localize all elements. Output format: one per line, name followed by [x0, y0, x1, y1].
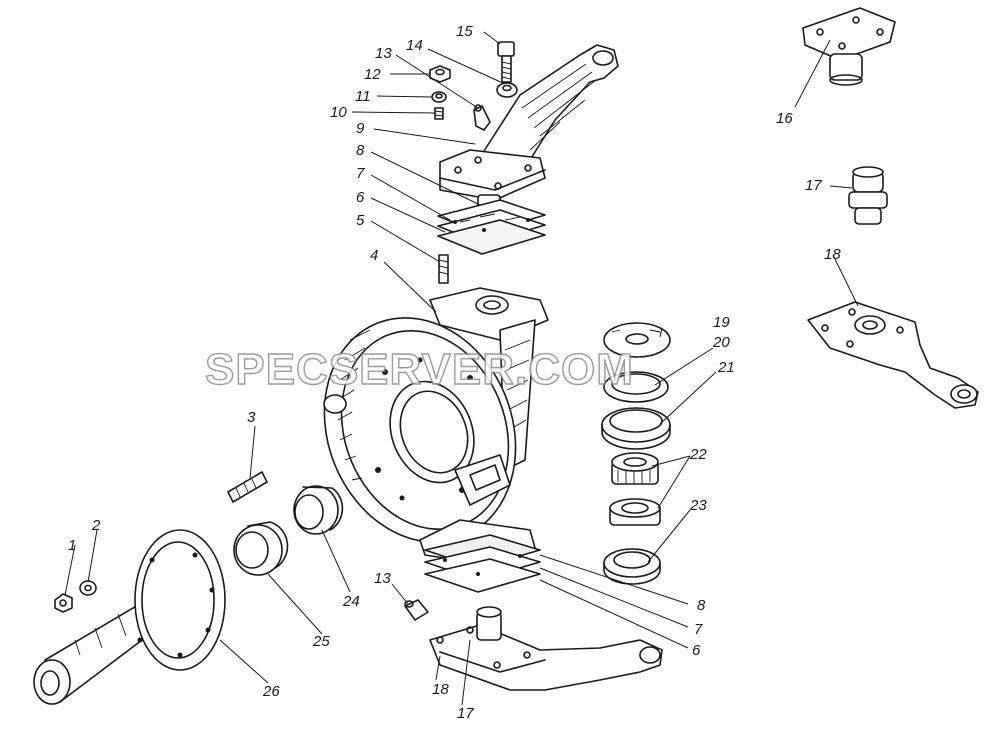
callout-7-lower: 7	[694, 621, 703, 638]
callout-12: 12	[364, 66, 381, 83]
upper-steering-arm-9	[439, 44, 619, 224]
callout-18: 18	[824, 246, 841, 263]
callout-6-lower: 6	[692, 642, 701, 659]
callout-2: 2	[91, 517, 101, 534]
grease-fitting-13-lower	[404, 599, 429, 621]
nut-14	[496, 82, 518, 98]
bearing-cup-21	[601, 407, 671, 450]
bushing-25	[233, 521, 289, 576]
callout-11: 11	[355, 88, 371, 105]
nut-1	[54, 593, 73, 613]
callout-15: 15	[456, 23, 473, 40]
stud-3	[227, 471, 268, 503]
callout-20: 20	[712, 334, 730, 351]
callout-17-lower: 17	[457, 705, 474, 722]
kingpin-flange-16	[802, 7, 896, 86]
bearing-cup-23	[603, 548, 661, 585]
washer-2	[79, 580, 97, 596]
nut-12	[429, 65, 451, 83]
callout-9: 9	[356, 120, 365, 137]
callout-8-lower: 8	[697, 597, 706, 614]
callout-6: 6	[356, 189, 365, 206]
bushing-24	[293, 485, 344, 535]
lower-steering-arm-18	[429, 606, 663, 691]
steering-knuckle-housing-4	[323, 287, 549, 566]
grease-fitting-13-upper	[473, 104, 491, 131]
callout-3: 3	[247, 409, 256, 426]
callout-8: 8	[356, 142, 365, 159]
kingpin-17	[848, 166, 888, 225]
callout-13: 13	[375, 45, 392, 62]
callout-23: 23	[689, 497, 707, 514]
thrust-washer-19	[603, 322, 671, 358]
leader-lines	[64, 31, 859, 706]
seal-ring-20	[603, 371, 669, 403]
callout-22: 22	[689, 446, 707, 463]
callout-10: 10	[330, 104, 347, 121]
stud-5	[438, 254, 449, 284]
shim-pack-lower	[424, 534, 541, 593]
watermark: SPECSERVER.COM	[205, 345, 634, 394]
callout-24: 24	[342, 593, 360, 610]
callout-18-lower: 18	[432, 681, 449, 698]
fitting-10	[434, 107, 444, 120]
washer-11	[431, 91, 447, 103]
steering-arm-18-right	[807, 301, 979, 409]
callout-21: 21	[717, 359, 735, 376]
bearing-cone-22-upper	[611, 452, 659, 485]
bolt-15	[497, 41, 515, 83]
bearing-cone-22-lower	[609, 498, 661, 526]
callout-13-lower: 13	[374, 570, 391, 587]
shim-pack-upper	[437, 199, 546, 255]
callout-25: 25	[312, 633, 330, 650]
callout-4: 4	[370, 247, 378, 264]
callout-5: 5	[356, 212, 365, 229]
callout-labels: 1 2 3 4 5 6 7 8 9 10 11 12 13 14 15 16 1…	[68, 23, 841, 722]
callout-16: 16	[776, 110, 793, 127]
callout-7: 7	[356, 165, 365, 182]
callout-19: 19	[713, 314, 730, 331]
callout-1: 1	[68, 537, 76, 554]
spindle-26	[33, 529, 226, 705]
callout-17: 17	[805, 177, 822, 194]
callout-26: 26	[262, 683, 280, 700]
callout-14: 14	[406, 37, 423, 54]
